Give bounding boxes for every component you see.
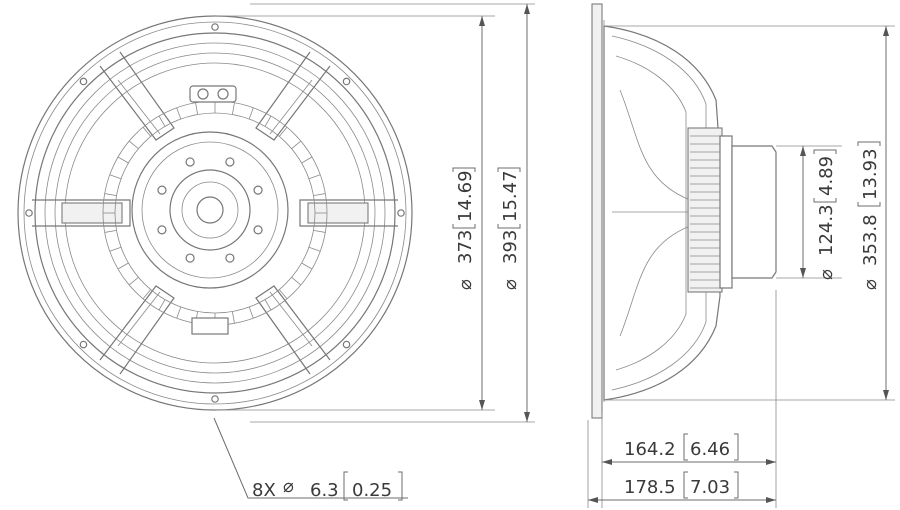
fin-line <box>278 289 288 300</box>
pole-piece-ring-2 <box>181 181 239 239</box>
mounting-hole-callout: 8X ⌀ 6.3 0.25 <box>252 471 403 501</box>
fin-line <box>301 262 313 270</box>
fin-line <box>291 276 302 286</box>
frame-inner-ring <box>34 32 396 394</box>
flange <box>591 3 603 419</box>
diameter-393-symbol: ⌀ <box>500 279 521 290</box>
depth-178-label: 178.5 7.03 <box>624 471 739 499</box>
fin-line <box>308 246 321 252</box>
baffle-diameter-symbol: ⌀ <box>860 279 881 290</box>
depth-164-label: 164.2 6.46 <box>624 433 739 461</box>
basket-spokes <box>32 51 398 375</box>
baffle-diameter-mm: 353.8 <box>860 214 881 266</box>
fin-line <box>248 107 254 120</box>
fin-line <box>264 299 272 311</box>
hole-diameter-in: 0.25 <box>352 480 392 501</box>
fin-line <box>117 156 129 164</box>
mounting-hole <box>211 23 219 31</box>
frame-outer-ring-2 <box>23 21 407 405</box>
hole-count: 8X <box>252 480 276 501</box>
motor-back <box>731 145 777 279</box>
plate-bolts <box>157 157 263 263</box>
magnet-diameter-label: ⌀ 124.3 4.89 <box>813 149 837 280</box>
magnet-diameter-in: 4.89 <box>816 156 837 196</box>
depth-178-in: 7.03 <box>690 477 730 498</box>
plate-bolt <box>157 185 167 195</box>
fin-line <box>313 193 326 197</box>
plate-bolt <box>185 253 195 263</box>
diameter-393-label: ⌀ 393 15.47 <box>497 167 521 290</box>
fin-line <box>158 115 166 127</box>
fin-line <box>128 276 139 286</box>
fin-line <box>308 174 321 180</box>
plate-bolt <box>157 225 167 235</box>
baffle-diameter-in: 13.93 <box>860 148 881 200</box>
mounting-holes <box>25 23 405 403</box>
plate-bolt <box>253 225 263 235</box>
plate-bolt <box>225 253 235 263</box>
fin-line <box>104 193 117 197</box>
pole-piece-ring <box>169 169 251 251</box>
diameter-393-mm: 393 <box>500 230 521 264</box>
surround-ring <box>54 52 376 374</box>
fin-line <box>264 115 272 127</box>
hole-diameter-mm: 6.3 <box>310 480 339 501</box>
fin-line <box>104 229 117 233</box>
fin-line <box>195 102 199 115</box>
mounting-hole <box>79 77 88 86</box>
fin-line <box>158 299 166 311</box>
terminal-block <box>189 85 237 103</box>
baffle-diameter-label: ⌀ 353.8 13.93 <box>857 141 881 290</box>
fin-line <box>117 262 129 270</box>
fin-line <box>231 311 235 324</box>
diameter-393-in: 15.47 <box>500 170 521 222</box>
basket-outline <box>603 25 721 401</box>
fin-line <box>142 126 152 137</box>
magnet-diameter-mm: 124.3 <box>816 204 837 256</box>
fin-line <box>278 126 288 137</box>
diameter-373-mm: 373 <box>455 230 476 264</box>
plate-bolt <box>253 185 263 195</box>
motor-plate <box>131 131 289 289</box>
plate-bolt <box>185 157 195 167</box>
diameter-373-in: 14.69 <box>455 170 476 222</box>
side-dimension-lines <box>587 25 895 508</box>
hole-diameter-symbol: ⌀ <box>283 476 294 497</box>
fin-line <box>109 246 122 252</box>
fin-line <box>176 107 182 120</box>
magnet-assembly <box>719 135 733 289</box>
motor-fin-stack <box>687 127 723 293</box>
depth-164-in: 6.46 <box>690 439 730 460</box>
motor-plate-inner <box>141 141 279 279</box>
fin-line <box>109 174 122 180</box>
front-dimension-lines <box>215 3 535 423</box>
magnet-diameter-symbol: ⌀ <box>816 269 837 280</box>
fin-line <box>313 229 326 233</box>
fin-line <box>142 289 152 300</box>
mounting-hole <box>79 340 88 349</box>
depth-178-mm: 178.5 <box>624 477 676 498</box>
mounting-hole <box>397 209 405 217</box>
vent-hole <box>196 196 224 224</box>
frame-inner-ring-2 <box>44 42 386 384</box>
diameter-373-symbol: ⌀ <box>455 279 476 290</box>
fin-line <box>231 102 235 115</box>
diameter-373-label: ⌀ 373 14.69 <box>452 167 476 290</box>
mounting-hole <box>342 77 351 86</box>
mounting-hole <box>211 395 219 403</box>
fin-line <box>128 140 139 150</box>
depth-164-mm: 164.2 <box>624 439 676 460</box>
bottom-bracket <box>191 317 229 335</box>
front-view: ⌀ 373 14.69 ⌀ 393 15.47 8X ⌀ 6.3 0.25 <box>17 3 535 501</box>
mounting-hole-leader <box>213 417 408 499</box>
fin-line <box>176 306 182 319</box>
plate-bolt <box>225 157 235 167</box>
side-view: ⌀ 124.3 4.89 ⌀ 353.8 13.93 164.2 6.46 17… <box>587 3 895 508</box>
mounting-hole <box>25 209 33 217</box>
fin-line <box>248 306 254 319</box>
mounting-hole <box>342 340 351 349</box>
fin-line <box>291 140 302 150</box>
fin-line <box>301 156 313 164</box>
